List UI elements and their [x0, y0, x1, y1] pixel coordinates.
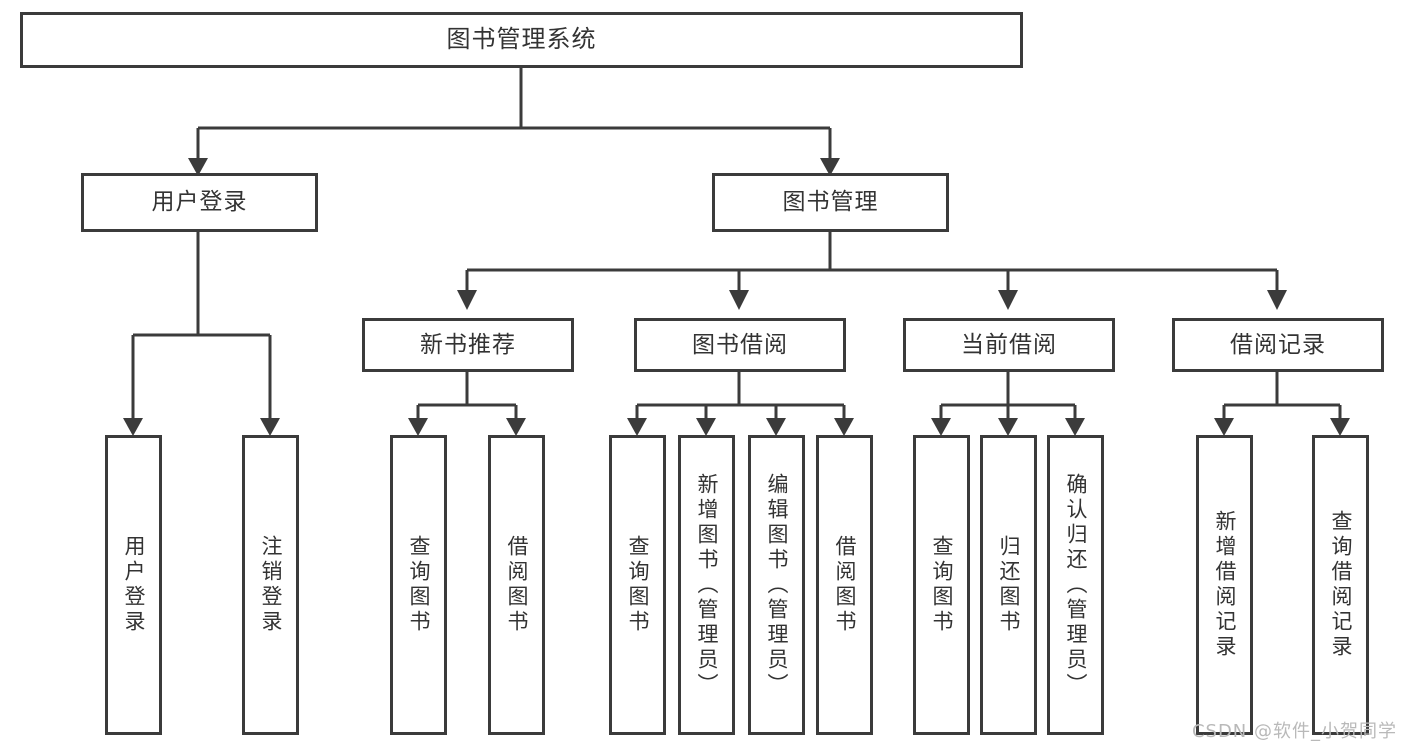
node-current-borrow[interactable]: 当前借阅: [903, 318, 1115, 372]
node-leaf-confirm-return[interactable]: 确认归还（管理员）: [1047, 435, 1104, 735]
node-leaf-add-record[interactable]: 新增借阅记录: [1196, 435, 1253, 735]
node-leaf-borrow-book-2[interactable]: 借阅图书: [816, 435, 873, 735]
node-book-borrow[interactable]: 图书借阅: [634, 318, 846, 372]
node-leaf-borrow-book-1[interactable]: 借阅图书: [488, 435, 545, 735]
node-label: 新书推荐: [420, 331, 516, 358]
node-leaf-user-login[interactable]: 用户登录: [105, 435, 162, 735]
node-label: 借阅记录: [1230, 331, 1326, 358]
node-user-login[interactable]: 用户登录: [81, 173, 318, 232]
node-label: 图书管理系统: [446, 25, 597, 54]
node-label: 借阅图书: [505, 535, 529, 635]
node-label: 新增借阅记录: [1213, 510, 1237, 660]
node-label: 图书管理: [782, 189, 879, 216]
node-label: 借阅图书: [833, 535, 857, 635]
node-label: 新增图书（管理员）: [695, 472, 719, 698]
node-leaf-edit-book[interactable]: 编辑图书（管理员）: [748, 435, 805, 735]
node-label: 图书借阅: [692, 331, 788, 358]
node-label: 注销登录: [259, 535, 283, 635]
node-leaf-user-logout[interactable]: 注销登录: [242, 435, 299, 735]
node-new-book-recommendation[interactable]: 新书推荐: [362, 318, 574, 372]
csdn-watermark: CSDN @软件_小贺同学: [1191, 721, 1397, 742]
node-label: 确认归还（管理员）: [1064, 472, 1088, 698]
node-label: 查询图书: [930, 535, 954, 635]
node-label: 查询借阅记录: [1329, 510, 1353, 660]
node-label: 归还图书: [997, 535, 1021, 635]
node-label: 查询图书: [407, 535, 431, 635]
node-label: 用户登录: [151, 189, 248, 216]
node-borrow-record[interactable]: 借阅记录: [1172, 318, 1384, 372]
node-root-book-management-system[interactable]: 图书管理系统: [20, 12, 1023, 68]
node-leaf-query-record[interactable]: 查询借阅记录: [1312, 435, 1369, 735]
node-label: 查询图书: [626, 535, 650, 635]
node-label: 用户登录: [122, 535, 146, 635]
node-leaf-query-book-1[interactable]: 查询图书: [390, 435, 447, 735]
node-leaf-query-book-2[interactable]: 查询图书: [609, 435, 666, 735]
node-leaf-return-book[interactable]: 归还图书: [980, 435, 1037, 735]
node-label: 编辑图书（管理员）: [765, 472, 789, 698]
node-book-management[interactable]: 图书管理: [712, 173, 949, 232]
node-leaf-query-book-3[interactable]: 查询图书: [913, 435, 970, 735]
node-label: 当前借阅: [961, 331, 1057, 358]
node-leaf-add-book[interactable]: 新增图书（管理员）: [678, 435, 735, 735]
